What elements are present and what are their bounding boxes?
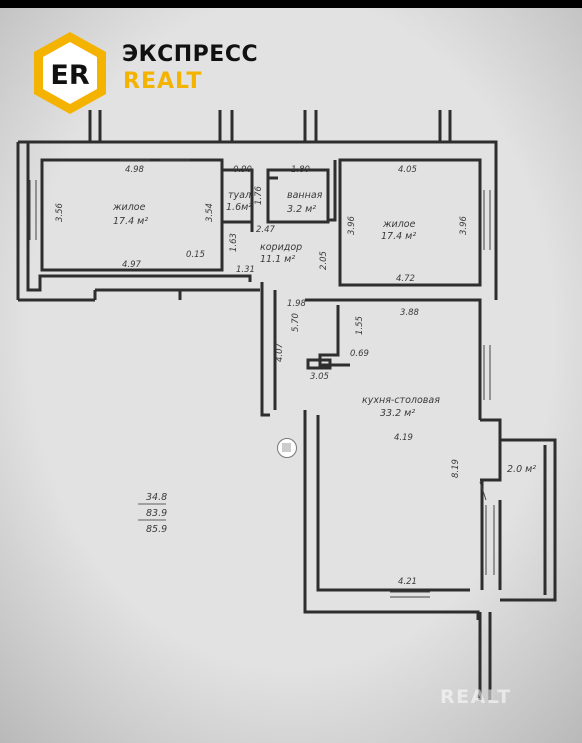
walls (16, 110, 557, 700)
living2-name: жилое (382, 219, 416, 230)
dim-corridor-g: 5.70 (291, 313, 301, 332)
dim-corridor-f: 1.98 (287, 299, 307, 309)
dim-corridor-b: 1.63 (229, 233, 239, 252)
toilet-name: туал (228, 190, 251, 201)
photo-marker-icon (277, 438, 297, 458)
dim-corridor-h: 4.07 (275, 342, 285, 362)
window-marks (29, 159, 495, 598)
dim-kitchen-a: 1.55 (355, 316, 365, 335)
dim-living1-bottom: 4.97 (122, 260, 142, 270)
bath-area: 3.2 м² (287, 204, 316, 215)
dim-living2-right: 3.96 (459, 215, 469, 235)
dim-kitchen-top: 3.88 (400, 308, 420, 318)
kitchen-area: 33.2 м² (380, 408, 415, 419)
logo-letters: ER (50, 60, 89, 91)
corridor-name: коридор (260, 242, 302, 253)
dim-kitchen-b: 0.69 (350, 349, 369, 359)
dim-living1-left: 3.56 (55, 202, 65, 222)
corridor-area: 11.1 м² (260, 254, 295, 265)
hexagon-logo-icon: ER (34, 32, 106, 114)
brand-name-line1: ЭКСПРЕСС (122, 42, 259, 67)
top-bar (0, 0, 582, 8)
bath-name: ванная (287, 190, 323, 201)
kitchen-name: кухня-столовая (362, 395, 440, 406)
dim-living1-top: 4.98 (125, 165, 145, 175)
dim-kitchen-right: 8.19 (451, 459, 461, 478)
dim-corridor-d: 1.31 (236, 265, 255, 275)
dim-corridor-c: 0.15 (186, 250, 205, 260)
dim-bath-top: 1.80 (291, 165, 310, 175)
living2-area: 17.4 м² (381, 231, 416, 242)
dim-living2-left: 3.96 (347, 215, 357, 235)
living1-name: жилое (112, 202, 146, 213)
total-usable: 83.9 (146, 508, 167, 519)
balcony-area: 2.0 м² (507, 464, 536, 475)
dim-kitchen-d: 4.19 (394, 433, 413, 443)
dim-living2-bottom: 4.72 (396, 274, 415, 284)
living1-area: 17.4 м² (113, 216, 148, 227)
dim-kitchen-c: 3.05 (310, 372, 329, 382)
dim-living2-top: 4.05 (398, 165, 417, 175)
total-living: 34.8 (146, 492, 167, 503)
toilet-area: 1.6м² (226, 202, 252, 213)
brand-name-line2: REALT (123, 69, 203, 94)
dim-living1-right: 3.54 (205, 203, 215, 222)
dim-toilet-side: 1.76 (254, 185, 264, 205)
dim-kitchen-bottom: 4.21 (398, 577, 417, 587)
total-area: 85.9 (146, 524, 167, 535)
realt-watermark: REALT (440, 686, 512, 708)
dim-corridor-a: 2.47 (256, 225, 276, 235)
dim-toilet-top: 0.90 (233, 165, 252, 175)
dim-corridor-e: 2.05 (319, 251, 329, 270)
